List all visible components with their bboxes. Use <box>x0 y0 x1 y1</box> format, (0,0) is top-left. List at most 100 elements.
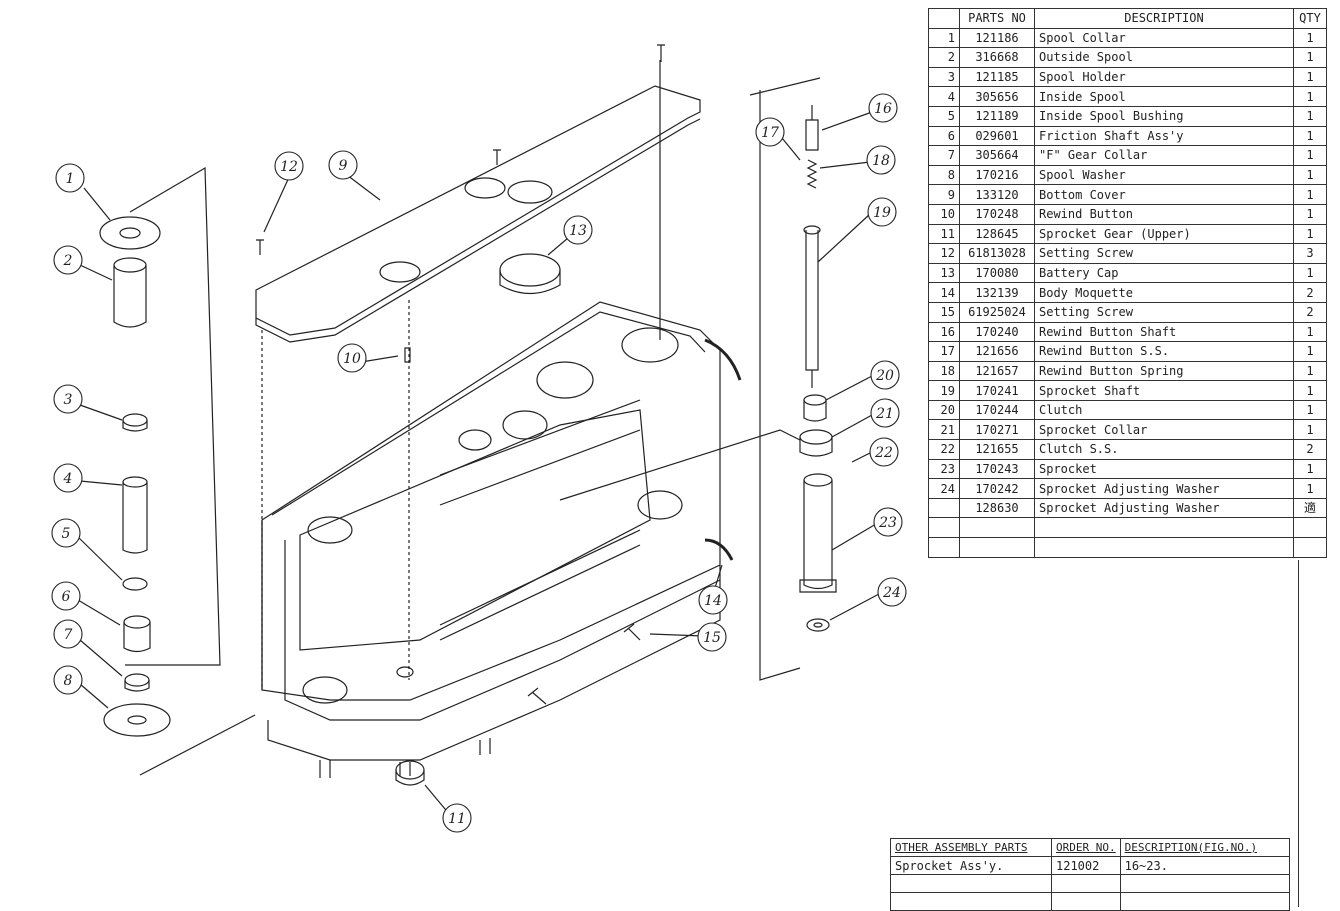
col-header-parts-no: PARTS NO <box>959 8 1035 29</box>
part-qty: 1 <box>1293 399 1327 421</box>
part-description: Rewind Button Spring <box>1034 360 1294 382</box>
part-qty: 1 <box>1293 478 1327 499</box>
part-qty: 2 <box>1293 439 1327 460</box>
part-number: 170244 <box>959 399 1035 421</box>
part-qty: 1 <box>1293 86 1327 107</box>
part-row-number: 8 <box>928 164 960 186</box>
part-description: Sprocket Gear (Upper) <box>1034 223 1294 245</box>
col-header-other-assembly: OTHER ASSEMBLY PARTS <box>890 838 1052 857</box>
part-row-number: 19 <box>928 380 960 401</box>
part-number: 128645 <box>959 223 1035 245</box>
part-row-number: 12 <box>928 243 960 264</box>
part-row-number: 2 <box>928 47 960 68</box>
part-qty: 1 <box>1293 341 1327 362</box>
part-description: Setting Screw <box>1034 301 1294 323</box>
part-qty: 3 <box>1293 243 1327 264</box>
leader-line-left <box>125 166 221 666</box>
assembly-order-no <box>1051 892 1121 911</box>
part-row-number: 15 <box>928 301 960 323</box>
clutch-shape <box>803 400 827 422</box>
spool-collar-shape <box>99 216 161 250</box>
part-qty: 1 <box>1293 419 1327 441</box>
part-qty: 1 <box>1293 203 1327 225</box>
part-row-number: 16 <box>928 321 960 343</box>
part-qty: 1 <box>1293 47 1327 68</box>
spool-washer-shape <box>103 703 171 737</box>
part-row-number <box>928 537 960 558</box>
part-number: 170240 <box>959 321 1035 343</box>
part-row-number: 6 <box>928 125 960 147</box>
setting-screw-15-shape <box>623 623 641 641</box>
assembly-order-no: 121002 <box>1051 856 1121 875</box>
assembly-description: 16~23. <box>1119 856 1290 875</box>
gear-collar-shape <box>124 673 150 687</box>
part-row-number <box>928 517 960 539</box>
part-row-number: 5 <box>928 105 960 127</box>
part-number: 121189 <box>959 105 1035 127</box>
callout-15: 15 <box>703 630 721 646</box>
part-number: 121186 <box>959 27 1035 49</box>
part-row-number: 20 <box>928 399 960 421</box>
part-description: Sprocket Shaft <box>1034 380 1294 401</box>
callout-6: 6 <box>62 589 71 605</box>
col-header-qty: QTY <box>1293 8 1327 29</box>
callout-3: 3 <box>64 392 73 408</box>
part-number: 305656 <box>959 86 1035 107</box>
part-number: 121185 <box>959 66 1035 88</box>
part-description: Spool Washer <box>1034 164 1294 186</box>
part-number: 170080 <box>959 262 1035 284</box>
part-row-number <box>928 497 960 519</box>
table-row <box>890 892 1290 911</box>
part-row-number: 23 <box>928 458 960 480</box>
inside-spool-bushing-shape <box>122 577 148 591</box>
part-row-number: 21 <box>928 419 960 441</box>
part-qty: 1 <box>1293 145 1327 166</box>
part-row-number: 18 <box>928 360 960 382</box>
part-number: 170271 <box>959 419 1035 441</box>
callout-16: 16 <box>874 101 892 117</box>
part-description: Spool Collar <box>1034 27 1294 49</box>
part-number: 121657 <box>959 360 1035 382</box>
setting-screw-shape <box>256 239 264 255</box>
part-number: 133120 <box>959 184 1035 205</box>
callout-24: 24 <box>882 585 901 601</box>
part-number: 170242 <box>959 478 1035 499</box>
callout-1: 1 <box>66 171 75 187</box>
part-description: Clutch S.S. <box>1034 439 1294 460</box>
camera-body-shape <box>261 301 742 778</box>
frame-border-right <box>1298 560 1299 907</box>
part-qty: 1 <box>1293 105 1327 127</box>
part-description: Bottom Cover <box>1034 184 1294 205</box>
rewind-button-spring-shape <box>806 159 818 189</box>
part-description: Sprocket Adjusting Washer <box>1034 478 1294 499</box>
parts-table-header: PARTS NO DESCRIPTION QTY <box>928 8 1327 29</box>
leader-line-right <box>749 77 821 681</box>
part-description: Rewind Button <box>1034 203 1294 225</box>
battery-cap-shape <box>499 253 561 287</box>
part-description: Sprocket Adjusting Washer <box>1034 497 1294 519</box>
part-description: Rewind Button S.S. <box>1034 341 1294 362</box>
table-row <box>928 537 1327 558</box>
part-description <box>1034 537 1294 558</box>
part-qty: 1 <box>1293 27 1327 49</box>
part-row-number: 10 <box>928 203 960 225</box>
part-row-number: 9 <box>928 184 960 205</box>
callout-5: 5 <box>62 526 71 542</box>
sprocket-shape <box>803 480 833 590</box>
callout-20: 20 <box>875 368 894 384</box>
part-number: 029601 <box>959 125 1035 147</box>
